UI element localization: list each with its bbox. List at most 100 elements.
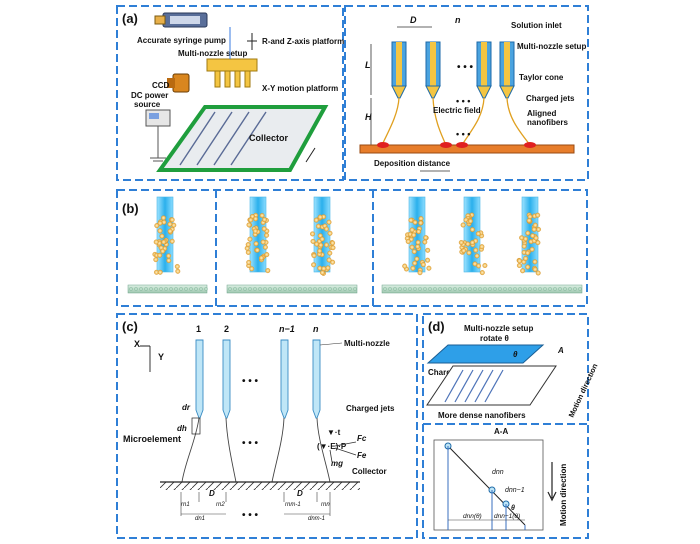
- droplet: [245, 249, 251, 255]
- droplet: [415, 239, 421, 245]
- substrate-dot: [164, 287, 168, 291]
- droplet: [330, 259, 336, 265]
- taylor-cone-label: Taylor cone: [519, 73, 564, 82]
- droplet: [175, 268, 181, 274]
- nozzle-n-label: n: [313, 324, 319, 334]
- dense-label: More dense nanofibers: [438, 411, 526, 420]
- dim-D-c2: D: [297, 489, 303, 498]
- droplet: [169, 238, 175, 244]
- panel-a-left: (a) Accurate syringe pump R-and Z-axis p…: [116, 5, 344, 181]
- ccd-camera-icon: [167, 73, 190, 93]
- droplet: [405, 239, 411, 244]
- substrate-dot: [528, 287, 532, 291]
- droplet: [411, 232, 417, 238]
- droplet: [326, 219, 332, 225]
- droplet: [262, 217, 267, 223]
- droplet: [473, 247, 479, 253]
- substrate-dot: [463, 287, 467, 291]
- substrate-dot: [468, 287, 472, 291]
- droplet: [157, 269, 163, 275]
- droplet: [246, 222, 252, 228]
- nozzle-3: [476, 41, 492, 99]
- droplet: [167, 228, 173, 234]
- droplet: [154, 223, 160, 229]
- droplet: [465, 241, 471, 247]
- substrate-dot: [189, 287, 193, 291]
- d-nnm1-label: dnn−1: [505, 487, 525, 494]
- r-nm1-label: rnm-1: [285, 502, 301, 508]
- nozzle-nm1-label: n−1: [279, 324, 295, 334]
- droplet: [460, 222, 466, 228]
- substrate-dot: [278, 287, 282, 291]
- nozzle-array: [391, 41, 515, 99]
- droplet: [157, 228, 163, 234]
- L-label: L: [365, 60, 371, 70]
- source-label: source: [134, 100, 161, 109]
- substrate-dot: [538, 287, 542, 291]
- droplet: [532, 259, 538, 265]
- collector-plate: [156, 105, 329, 172]
- droplet: [313, 217, 319, 223]
- droplet: [252, 228, 258, 234]
- droplet: [408, 217, 414, 223]
- multi-nozzle-right-label: Multi-nozzle setup: [517, 42, 586, 51]
- substrate-dot: [129, 287, 133, 291]
- droplet: [517, 258, 522, 264]
- substrate-dot: [154, 287, 158, 291]
- substrate-dot: [268, 287, 272, 291]
- force-t-label: ▼·t: [327, 428, 341, 437]
- power-supply-icon: [145, 109, 171, 127]
- droplet: [311, 253, 317, 259]
- panel-b: (b): [116, 189, 588, 307]
- substrate-dot: [518, 287, 522, 291]
- panel-a-right: D n Solution inlet: [344, 5, 589, 181]
- nozzle-1: [391, 41, 407, 99]
- droplet: [310, 238, 316, 244]
- panel-b-content: [127, 196, 583, 294]
- droplet: [536, 226, 541, 232]
- droplet: [324, 242, 329, 248]
- droplet: [476, 263, 482, 269]
- droplet: [525, 250, 531, 256]
- microelement-box: [191, 417, 201, 435]
- droplet: [475, 231, 481, 237]
- panel-c-border: [116, 313, 418, 539]
- droplet: [246, 259, 252, 265]
- substrate-dot: [508, 287, 512, 291]
- substrate-dot: [199, 287, 203, 291]
- droplet: [458, 240, 464, 245]
- n-label: n: [455, 15, 461, 25]
- droplet: [479, 244, 485, 250]
- ccd-label: CCD: [152, 81, 170, 90]
- droplet: [520, 268, 526, 274]
- droplet: [416, 229, 422, 235]
- droplet: [166, 253, 172, 259]
- substrate-dot: [408, 287, 412, 291]
- droplet: [415, 244, 421, 250]
- substrate-dot: [134, 287, 138, 291]
- substrate-dot: [403, 287, 407, 291]
- solution-inlet-label: Solution inlet: [511, 21, 562, 30]
- nozzle-dots: • • •: [457, 62, 474, 73]
- droplet: [254, 247, 260, 253]
- droplet: [249, 266, 255, 272]
- nozzle-1-label: 1: [196, 324, 201, 334]
- panel-c-nozzles: [195, 339, 321, 419]
- substrate-dot: [388, 287, 392, 291]
- droplet: [327, 230, 333, 236]
- force-fc-label: Fc: [357, 434, 367, 443]
- substrate-dot: [443, 287, 447, 291]
- droplet: [319, 236, 325, 242]
- substrate-dot: [418, 287, 422, 291]
- droplet: [325, 265, 331, 271]
- droplet: [161, 215, 166, 221]
- droplet: [420, 262, 426, 268]
- droplet: [468, 218, 473, 224]
- force-mg-label: mg: [331, 459, 343, 468]
- substrate-dot: [448, 287, 452, 291]
- droplet: [315, 223, 321, 229]
- substrate-dot: [328, 287, 332, 291]
- droplet: [245, 242, 251, 248]
- droplet: [330, 245, 336, 251]
- droplet: [174, 264, 180, 269]
